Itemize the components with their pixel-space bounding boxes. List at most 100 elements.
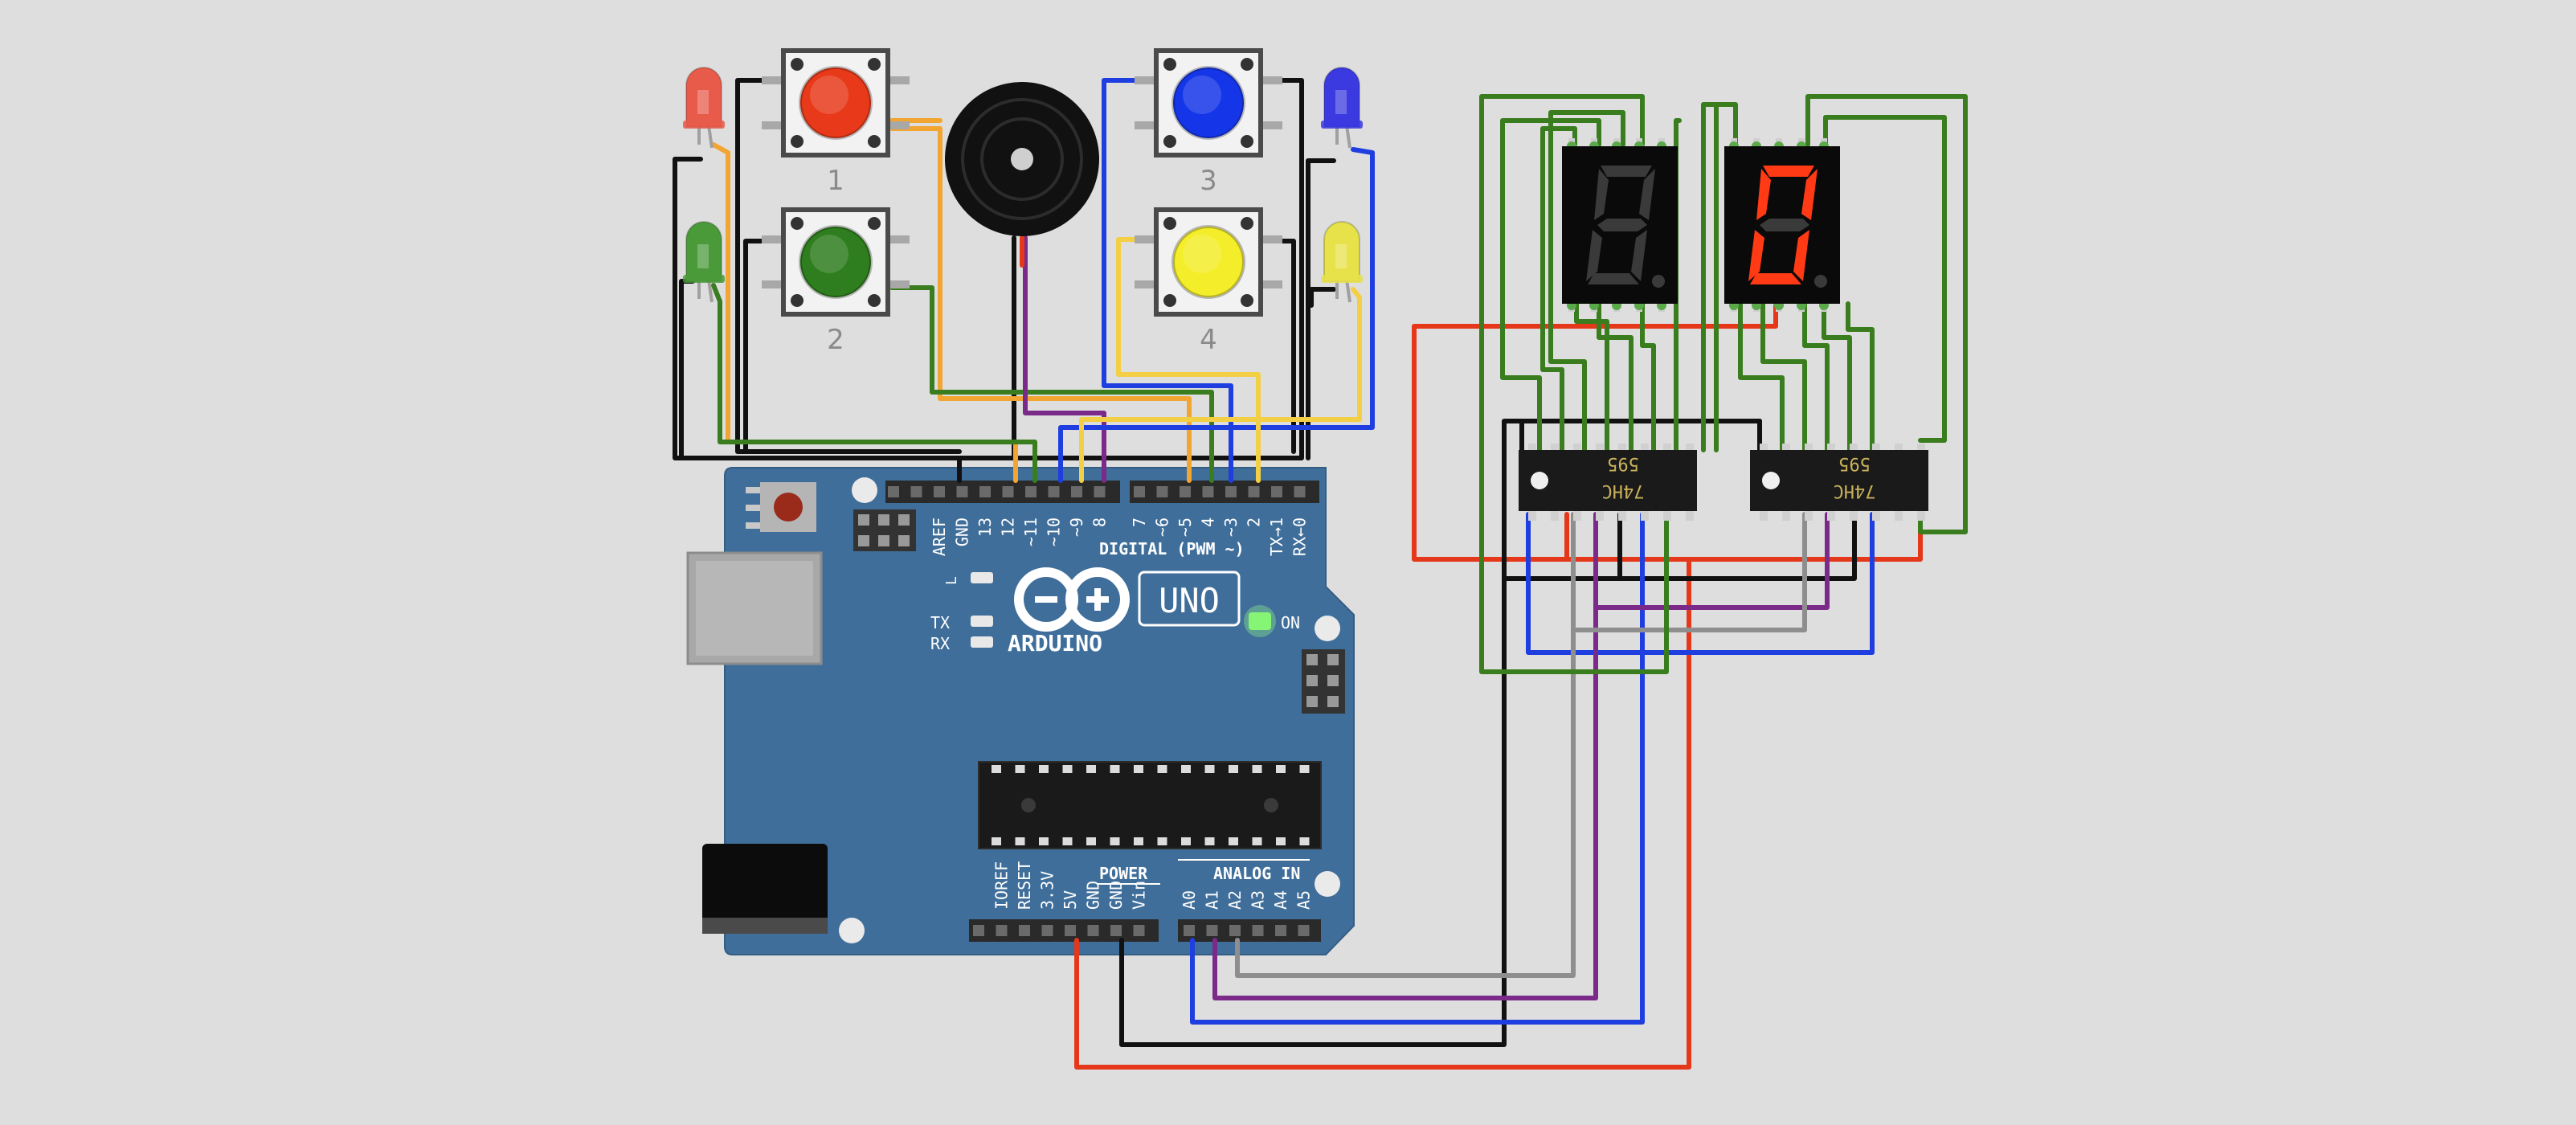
header-pin[interactable] <box>1071 486 1082 497</box>
wire-green-disp2c[interactable] <box>1802 301 1830 452</box>
header-pin[interactable] <box>1202 486 1214 497</box>
digital-pin-label: ~10 <box>1045 518 1064 546</box>
wire-blue-sr[interactable] <box>1526 512 1875 655</box>
wire-purple-buzzer[interactable] <box>1023 235 1106 483</box>
pushbutton-2[interactable]: 2 <box>762 207 910 356</box>
seven-segment-display-1[interactable] <box>1562 138 1678 312</box>
header-pin[interactable] <box>910 486 922 497</box>
buzzer[interactable] <box>945 82 1099 236</box>
wire-black-led[interactable] <box>679 279 695 460</box>
wire-gray-sr[interactable] <box>1571 512 1807 632</box>
wire-red-5v[interactable] <box>1074 557 1691 1070</box>
segment-dp <box>1814 275 1827 288</box>
header-pin[interactable] <box>956 486 968 497</box>
analog-pin-label: A0 <box>1180 890 1199 910</box>
wire-yellow-btn4[interactable] <box>1116 237 1261 483</box>
chip-pin <box>1015 837 1025 845</box>
wire-green-disp1g[interactable] <box>1674 118 1682 452</box>
header-pin[interactable] <box>1248 486 1260 497</box>
header-pin[interactable] <box>1087 925 1099 936</box>
led-yellow[interactable] <box>1321 221 1363 303</box>
wire-green-disp1f[interactable] <box>1640 301 1656 452</box>
wire-black-gnd-sr2[interactable] <box>1502 512 1857 581</box>
header-pin[interactable] <box>1206 925 1218 936</box>
header-pin[interactable] <box>888 486 899 497</box>
digital-pin-label: 8 <box>1090 518 1110 527</box>
on-label: ON <box>1281 613 1300 632</box>
chip-pin <box>1204 765 1215 773</box>
wire-blue-led[interactable] <box>1058 147 1375 483</box>
header-pin[interactable] <box>1225 486 1237 497</box>
header-pin[interactable] <box>1002 486 1014 497</box>
led-red[interactable] <box>683 67 725 149</box>
header-pin[interactable] <box>1294 486 1306 497</box>
digital-pin-label: 12 <box>999 518 1018 537</box>
wire-black-gnd-right[interactable] <box>957 78 1304 460</box>
wire-black-led-r[interactable] <box>1306 158 1336 460</box>
header-pin[interactable] <box>1298 925 1310 936</box>
header-pin[interactable] <box>1065 925 1076 936</box>
wire-green-disp1b[interactable] <box>1540 126 1577 452</box>
mounting-hole <box>1315 616 1340 641</box>
led-green[interactable] <box>683 221 725 303</box>
wire-green-disp2b[interactable] <box>1760 301 1807 452</box>
chip-pin <box>1110 837 1120 845</box>
pushbutton-1[interactable]: 1 <box>762 48 910 197</box>
wire-green-disp2g[interactable] <box>1714 102 1738 452</box>
wire-green-disp2f[interactable] <box>1823 115 1947 443</box>
header-pin[interactable] <box>1184 925 1195 936</box>
wire-green-led[interactable] <box>711 283 1037 483</box>
header-pin[interactable] <box>1156 486 1168 497</box>
wire-green-disp2[interactable] <box>1738 301 1785 452</box>
wire-green-disp1e[interactable] <box>1597 301 1634 452</box>
wire-green-disp1c[interactable] <box>1548 110 1625 452</box>
header-pin[interactable] <box>1252 925 1264 936</box>
header-pin[interactable] <box>973 925 984 936</box>
header-pin[interactable] <box>1094 486 1106 497</box>
chip-pin <box>1062 765 1073 773</box>
wire-gray-a2[interactable] <box>1235 512 1576 978</box>
digital-pin-label: 2 <box>1245 518 1264 527</box>
header-pin[interactable] <box>1271 486 1282 497</box>
pushbutton-4[interactable]: 4 <box>1135 207 1282 356</box>
wire-black-gnd-btn[interactable] <box>735 78 962 454</box>
header-pin[interactable] <box>934 486 945 497</box>
header-pin[interactable] <box>1229 925 1241 936</box>
wire-purple-a1[interactable] <box>1212 512 1598 1000</box>
seven-segment-display-2[interactable] <box>1724 138 1840 312</box>
wire-green-disp1d[interactable] <box>1574 301 1609 452</box>
header-pin[interactable] <box>1180 486 1191 497</box>
wire-purple-sr[interactable] <box>1593 512 1830 610</box>
header-pin[interactable] <box>1133 925 1145 936</box>
header-pin[interactable] <box>996 925 1008 936</box>
led-blue[interactable] <box>1321 67 1363 149</box>
wire-green-disp2e[interactable] <box>1846 301 1875 452</box>
wire-black-led-r2[interactable] <box>1309 287 1336 308</box>
wire-green-disp2d[interactable] <box>1822 301 1852 452</box>
header-pin[interactable] <box>1025 486 1037 497</box>
header-pin[interactable] <box>979 486 991 497</box>
wire-green-disp1[interactable] <box>1500 118 1601 452</box>
shift-register-label: 595 <box>1838 453 1871 473</box>
header-pin[interactable] <box>1134 486 1145 497</box>
digital-pin-label: ~3 <box>1221 518 1241 537</box>
header-pin[interactable] <box>1019 925 1030 936</box>
wire-green-sr-loop[interactable] <box>1479 94 1669 674</box>
wire-black-gnd-btn2[interactable] <box>743 239 782 454</box>
wire-black-gnd-left[interactable] <box>673 157 962 483</box>
header-pin[interactable] <box>1048 486 1060 497</box>
header-pin[interactable] <box>1110 925 1122 936</box>
header-pin[interactable] <box>1275 925 1286 936</box>
arduino-logo-icon <box>1014 567 1130 632</box>
wire-blue-a0[interactable] <box>1190 512 1645 1025</box>
power-pin-label: GND <box>1084 881 1103 910</box>
digital-pin-label: 7 <box>1130 518 1149 527</box>
header-pin[interactable] <box>1041 925 1053 936</box>
wire-green-disp2h[interactable] <box>1701 102 1719 452</box>
wire-yellow-led[interactable] <box>1079 287 1362 483</box>
reset-button[interactable] <box>774 493 803 522</box>
pushbutton-3[interactable]: 3 <box>1135 48 1282 197</box>
